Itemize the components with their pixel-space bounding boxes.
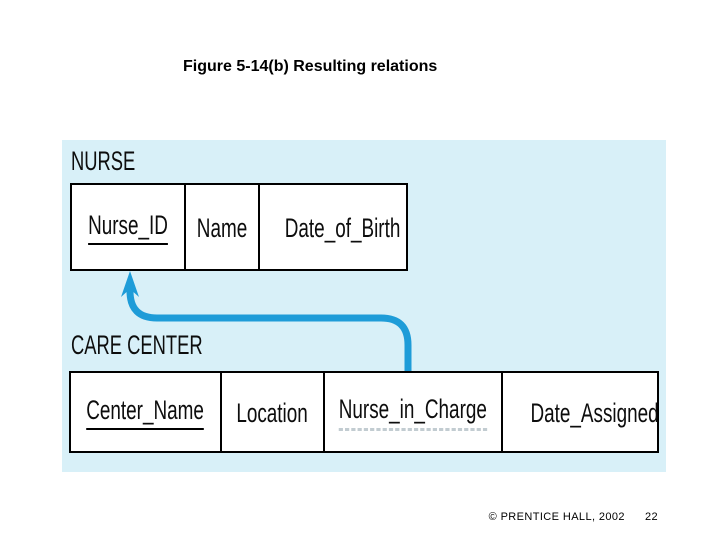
slide-footer: © PRENTICE HALL, 2002 22 <box>489 511 658 523</box>
attribute-label-primary-key: Center_Name <box>86 395 205 430</box>
attribute-cell-location: Location <box>222 373 325 451</box>
attribute-label: Date_of_Birth <box>284 212 401 243</box>
copyright-text: © PRENTICE HALL, 2002 <box>488 511 625 523</box>
page-number: 22 <box>644 511 658 523</box>
attribute-cell-center-name: Center_Name <box>71 373 222 451</box>
relation-label-nurse: NURSE <box>71 146 136 176</box>
attribute-cell-date-assigned: Date_Assigned <box>503 373 686 451</box>
attribute-label: Date_Assigned <box>530 397 659 428</box>
attribute-cell-nurse-in-charge: Nurse_in_Charge <box>325 373 503 451</box>
arrowhead-icon <box>121 271 139 297</box>
relation-table-nurse: Nurse_ID Name Date_of_Birth <box>70 183 408 271</box>
attribute-cell-name: Name <box>186 185 261 269</box>
figure-title: Figure 5-14(b) Resulting relations <box>183 58 438 75</box>
diagram-panel: NURSE Nurse_ID Name Date_of_Birth CARE C… <box>62 140 666 472</box>
attribute-label: Name <box>196 212 248 243</box>
attribute-label: Location <box>236 397 309 428</box>
attribute-cell-nurse-id: Nurse_ID <box>72 185 186 269</box>
relation-table-care-center: Center_Name Location Nurse_in_Charge Dat… <box>69 371 659 453</box>
relation-label-care-center: CARE CENTER <box>71 330 203 360</box>
attribute-label-primary-key: Nurse_ID <box>88 210 168 245</box>
attribute-cell-date-of-birth: Date_of_Birth <box>260 185 425 269</box>
attribute-label-foreign-key: Nurse_in_Charge <box>338 394 488 431</box>
